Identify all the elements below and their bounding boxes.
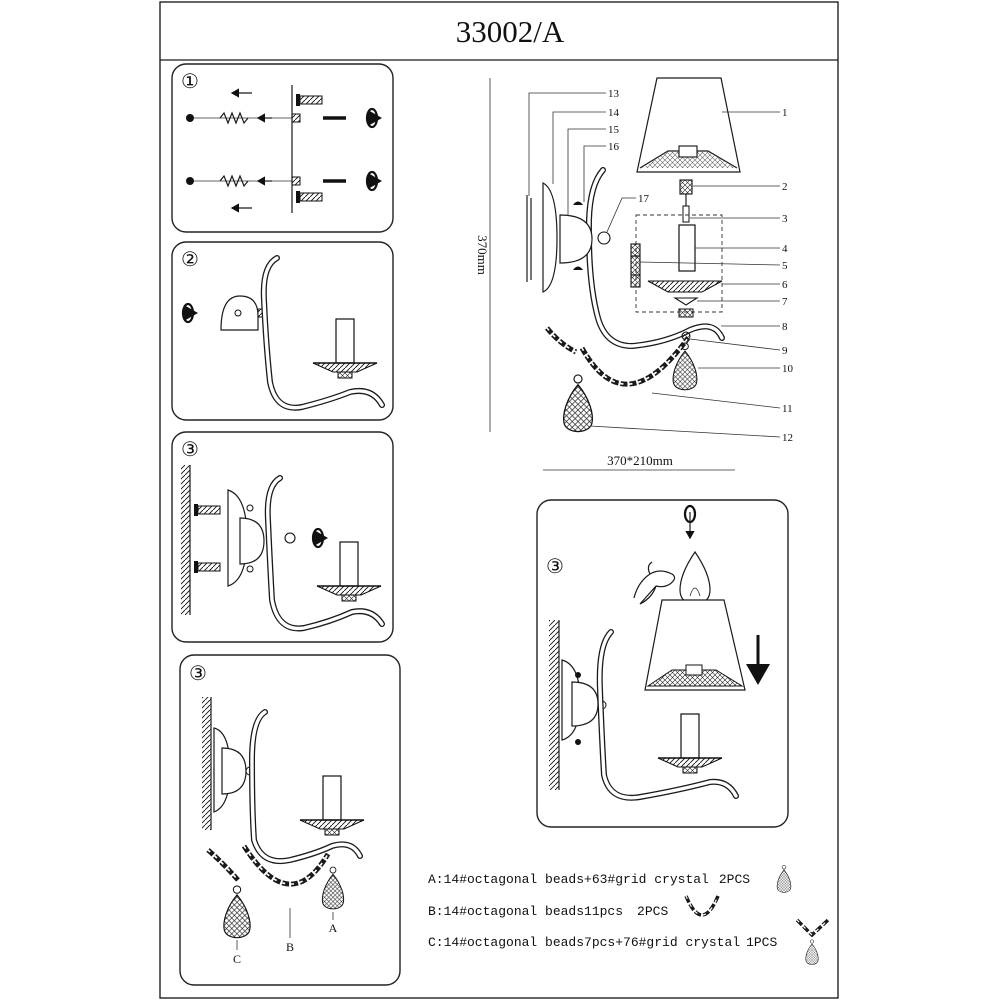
part-number-10: 10 [782, 363, 794, 375]
step3b-panel: ③ C B A [179, 654, 401, 986]
step3a-label: ③ [181, 437, 199, 461]
hand-icon [633, 561, 676, 605]
part-16-screw-cap [573, 201, 583, 205]
part-4-candle-tube [678, 224, 696, 272]
bead-chain-b [241, 844, 331, 887]
part-number-16: 16 [608, 141, 620, 153]
canopy [239, 517, 265, 565]
model-title: 33002/A [456, 14, 565, 49]
bead-label-b: B [286, 940, 294, 954]
bead-label-a: A [329, 921, 338, 935]
part-3-socket-pin [682, 205, 690, 223]
exploded-view: 370mm 370*210mm [475, 77, 794, 471]
part-number-9: 9 [782, 345, 788, 357]
part-12-crystal-drop [562, 374, 594, 433]
footprint-dimension: 370*210mm [607, 453, 673, 468]
part-number-1: 1 [782, 107, 788, 119]
step2-panel: ② [171, 241, 394, 421]
part-number-3: 3 [782, 213, 788, 225]
cap-nut [284, 532, 296, 544]
step3b-label: ③ [189, 661, 207, 685]
crystal-c-icon [805, 939, 819, 965]
screw-icon [193, 503, 221, 517]
part-number-2: 2 [782, 181, 788, 193]
part-14-backplate [542, 182, 558, 293]
part-number-12: 12 [782, 432, 793, 444]
part-5-crystal-prism [630, 243, 641, 288]
sheet-frame [159, 1, 839, 999]
step2-label: ② [181, 247, 199, 271]
height-dimension: 370mm [475, 235, 490, 275]
part-number-5: 5 [782, 260, 788, 272]
drill-hole-icon [186, 114, 194, 122]
wall-hatch [181, 465, 190, 615]
wall-plug-icon [219, 174, 249, 188]
part-number-17: 17 [638, 193, 650, 205]
crystal-a-icon [776, 864, 792, 893]
wall-plug-icon [219, 111, 249, 125]
step1-label: ① [181, 69, 199, 93]
part-number-15: 15 [608, 124, 620, 136]
step3c-label: ③ [546, 554, 564, 578]
bead-label-c: C [233, 952, 241, 966]
drill-hole-icon [186, 177, 194, 185]
part-number-4: 4 [782, 243, 788, 255]
part-number-14: 14 [608, 107, 620, 119]
screw-icon [295, 93, 323, 107]
part-8-arm [585, 167, 725, 350]
lamp-shade [644, 599, 746, 691]
part-number-8: 8 [782, 321, 788, 333]
part-7-cone [673, 297, 699, 306]
chain-c-icon [795, 918, 830, 938]
part-6-drip-pan [647, 280, 723, 293]
part-number-6: 6 [782, 279, 788, 291]
wall-hatch [549, 620, 559, 790]
part-17-cap-nut [597, 231, 611, 245]
part-number-13: 13 [608, 88, 620, 100]
part-1-shade [636, 77, 741, 173]
part-2-shade-clip [679, 179, 693, 195]
screw-icon [295, 190, 323, 204]
part-number-7: 7 [782, 296, 788, 308]
step1-panel: ① [171, 63, 394, 233]
part-15-canopy [559, 214, 593, 264]
wall-hatch [202, 697, 211, 830]
part-11-bead-chain [545, 326, 578, 355]
step3a-panel: ③ [171, 431, 394, 643]
screw-icon [193, 560, 221, 574]
legend-item-c: C:14#octagonal beads7pcs+76#grid crystal… [428, 935, 777, 950]
step3c-panel: ③ [536, 499, 789, 828]
part-number-11: 11 [782, 403, 793, 415]
